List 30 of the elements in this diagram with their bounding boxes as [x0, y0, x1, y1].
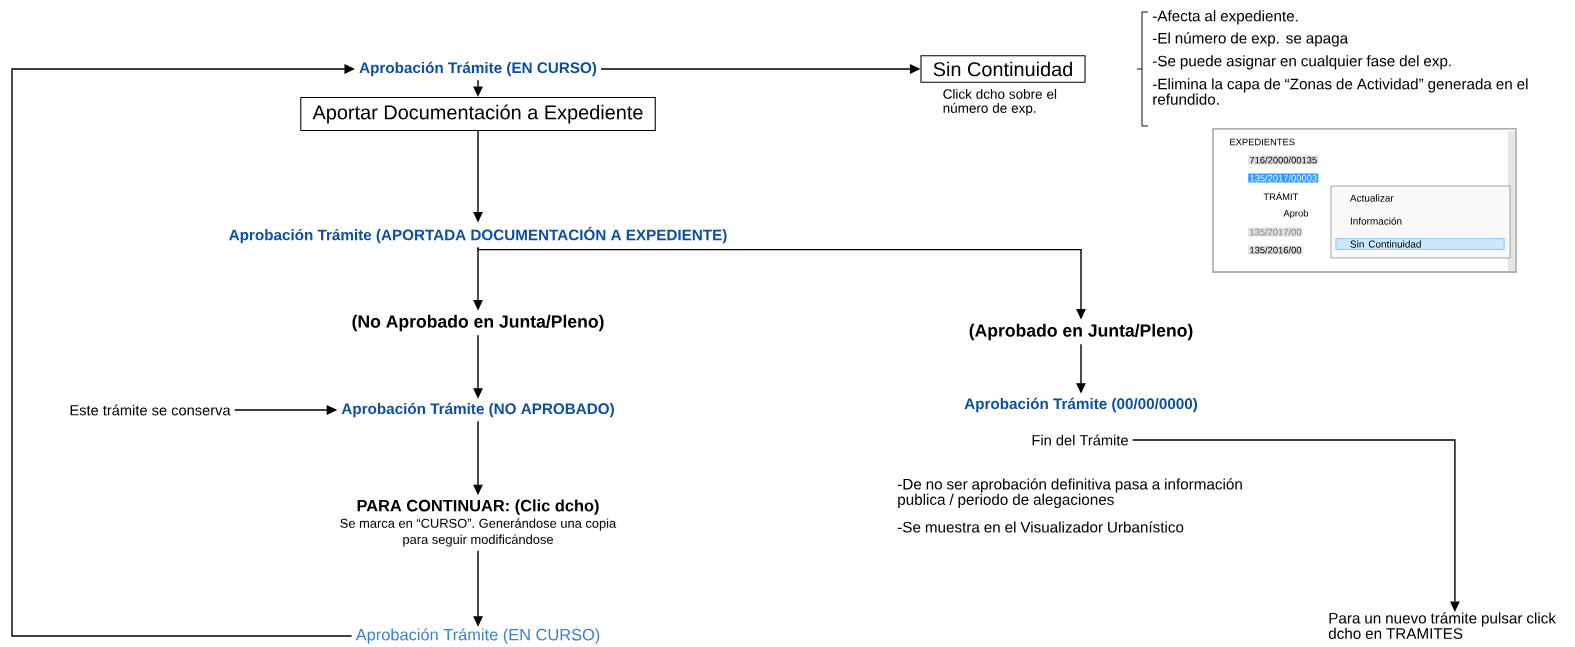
note-text: Para un nuevo trámite pulsar click dcho en TRAMITES — [1328, 612, 1556, 639]
outcome-text: (Aprobado en Junta/Pleno) — [969, 323, 1193, 341]
note-text: -De no ser aprobación definitiva pasa a información publica / periodo de alegaciones — [897, 478, 1242, 508]
tree-item: 135/2016/00 — [1248, 245, 1303, 255]
note-text: Fin del Trámite — [1032, 434, 1128, 446]
outcome-text: (No Aprobado en Junta/Pleno) — [352, 314, 604, 332]
status-text: Aprobación Trámite (APORTADA DOCUMENTACIÓN A EXPEDIENTE) — [229, 226, 727, 244]
tree-item: EXPEDIENTES — [1230, 138, 1295, 146]
process-box: Aportar Documentación a Expediente — [300, 97, 656, 131]
caption-text: Click dcho sobre el número de exp. — [943, 88, 1057, 116]
note-text: -Se muestra en el Visualizador Urbanístico — [897, 521, 1184, 533]
menu-item: Actualizar — [1350, 194, 1394, 202]
tree-item: Aprob — [1283, 209, 1308, 219]
status-text: Aprobación Trámite (EN CURSO) — [355, 628, 600, 644]
process-box: Sin Continuidad — [920, 55, 1086, 83]
note-text: -El número de exp. se apaga — [1152, 32, 1349, 47]
status-text: Aprobación Trámite (NO APROBADO) — [341, 402, 614, 418]
note-text: Este trámite se conserva — [70, 404, 231, 416]
status-text: Aprobación Trámite (00/00/0000) — [964, 397, 1198, 413]
note-text: -Se puede asignar en cualquier fase del exp. — [1152, 55, 1451, 70]
note-text: -Afecta al expediente. — [1152, 10, 1298, 25]
menu-item: Sin Continuidad — [1335, 238, 1505, 250]
tree-item: 716/2000/00135 — [1248, 155, 1319, 165]
step-text: PARA CONTINUAR: (Clic dcho) Se marca en “CURSO”. Generándose una copia para seguir modificándose — [340, 499, 617, 547]
note-text: -Elimina la capa de “Zonas de Actividad” generada en el refundido. — [1152, 78, 1528, 105]
tree-item: TRÁMIT — [1263, 191, 1299, 201]
menu-item: Información — [1350, 217, 1402, 225]
status-text: Aprobación Trámite (EN CURSO) — [359, 61, 597, 77]
tree-item: 135/2017/00003 — [1248, 173, 1319, 183]
tree-item: 135/2017/00 — [1248, 227, 1303, 237]
